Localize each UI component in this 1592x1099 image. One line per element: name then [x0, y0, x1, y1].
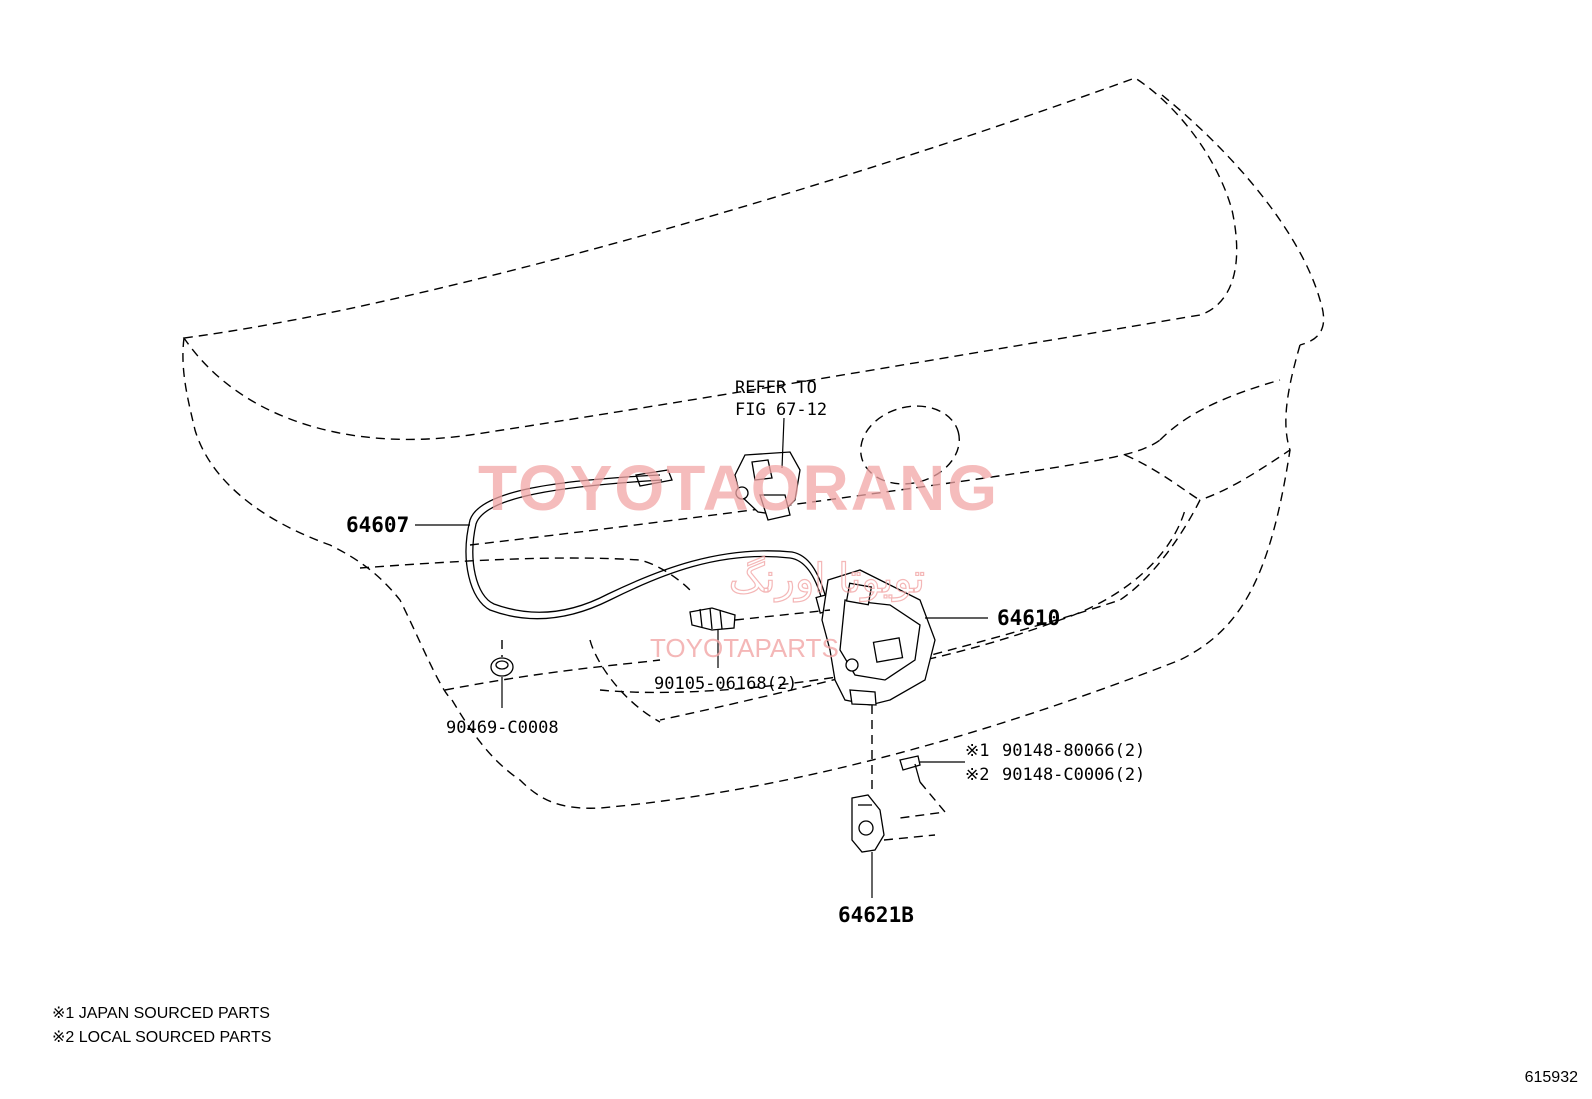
part-90469-label: 90469-C0008	[446, 718, 559, 738]
trunk-lid-outline	[182, 77, 1325, 809]
part-90148-c0006-label: 90148-C0006(2)	[1002, 765, 1145, 785]
watermark-arabic: تويوتا اورنگ	[729, 556, 925, 602]
lock-bolt	[689, 607, 736, 631]
figure-id: 615932	[1525, 1069, 1578, 1086]
refer-fig-label: FIG 67-12	[735, 400, 827, 420]
footnotes: ※1 JAPAN SOURCED PARTS ※2 LOCAL SOURCED …	[52, 1005, 1578, 1086]
part-90105-label: 90105-06168(2)	[654, 674, 797, 694]
striker-screw	[899, 755, 921, 783]
part-64607-label: 64607	[346, 513, 409, 537]
part-90148-80066-label: 90148-80066(2)	[1002, 741, 1145, 761]
watermark-big: TOYOTAORANG	[478, 452, 999, 524]
trunk-lid-lock	[821, 569, 936, 706]
part-64621b-label: 64621B	[838, 903, 914, 927]
note-mark-2: ※2	[965, 765, 989, 785]
watermark: TOYOTAORANG تويوتا اورنگ TOYOTAPARTS	[478, 452, 999, 663]
trunk-opener-assembly	[734, 451, 801, 521]
lock-striker	[851, 794, 885, 853]
note-mark-1: ※1	[965, 741, 989, 761]
refer-to-label: REFER TO	[735, 378, 817, 398]
leader-lines	[415, 417, 988, 898]
part-64610-label: 64610	[997, 606, 1060, 630]
footnote-local: ※2 LOCAL SOURCED PARTS	[52, 1029, 271, 1046]
cable-clip	[490, 657, 514, 677]
watermark-small: TOYOTAPARTS	[650, 633, 839, 663]
callout-labels: REFER TO FIG 67-12 64607 64610 90105-061…	[346, 378, 1145, 927]
footnote-japan: ※1 JAPAN SOURCED PARTS	[52, 1005, 270, 1022]
